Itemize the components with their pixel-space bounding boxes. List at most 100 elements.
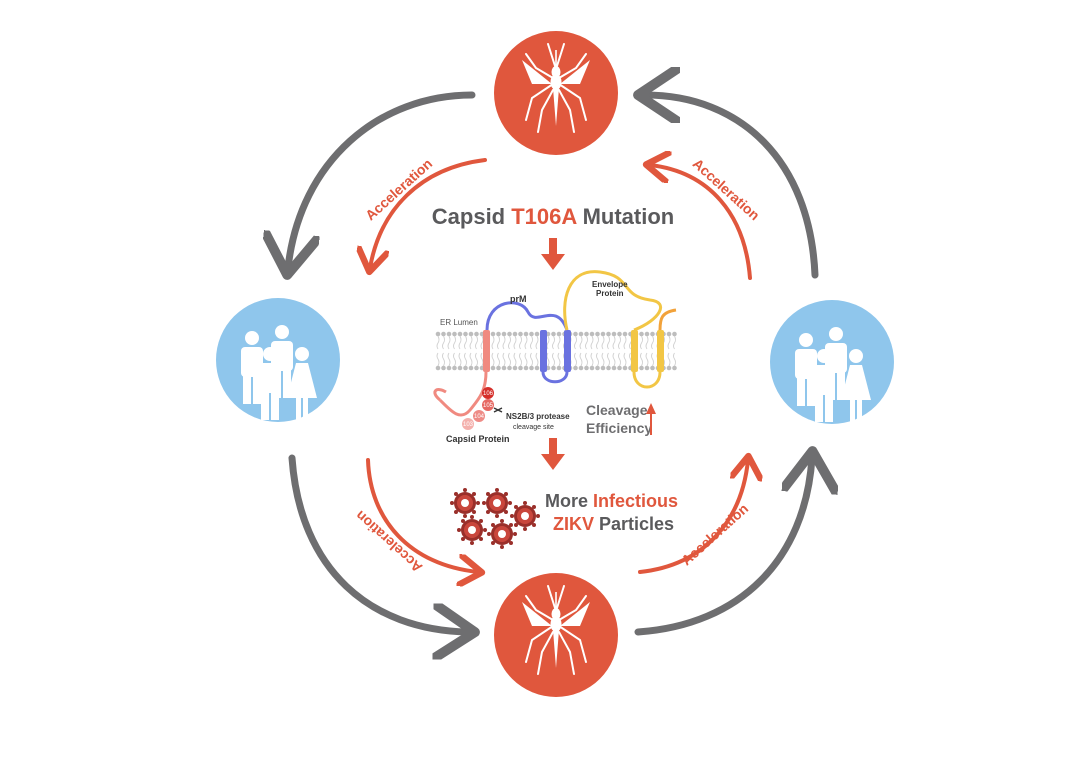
grey-arrow-bottom-left [288, 454, 468, 632]
lipid-tail [618, 335, 621, 350]
lipid-tail [645, 335, 649, 350]
lipid-tail [513, 335, 517, 350]
lipid-head [441, 365, 446, 371]
lipid-head [474, 331, 479, 337]
lipid-tail [464, 335, 467, 350]
virus-particle-icon [482, 488, 512, 518]
lipid-tail [475, 335, 478, 350]
envelope-label-line2: Protein [596, 289, 624, 298]
envelope-tail [658, 308, 677, 331]
membrane-diagram: 106 105 104 103 ER Lumen prM Envelope Pr… [433, 270, 677, 444]
lipid-tail [596, 352, 599, 367]
lipid-head [512, 365, 518, 371]
lipid-head [490, 331, 496, 337]
lipid-head [507, 365, 512, 371]
residue-104-label: 104 [474, 414, 485, 420]
lipid-tail [607, 352, 610, 367]
acceleration-label-top-left: Acceleration [362, 155, 435, 223]
envelope-tm-segment-1 [631, 330, 638, 372]
lipid-tail [458, 335, 462, 350]
lipid-tail [530, 352, 533, 367]
lipid-tail [596, 335, 599, 350]
lipid-head [578, 365, 584, 371]
lipid-head [606, 331, 611, 337]
lipid-tail [552, 335, 555, 350]
lipid-head [644, 365, 650, 371]
lipid-tail [667, 352, 671, 367]
lipid-head [600, 331, 606, 337]
lipid-head [617, 365, 622, 371]
lipid-head [639, 365, 644, 371]
lipid-head [595, 331, 600, 337]
lipid-head [551, 365, 556, 371]
down-arrow-top [541, 238, 565, 270]
virus-particle-icon [487, 519, 517, 549]
lipid-tail [673, 352, 676, 367]
lipid-head [595, 365, 600, 371]
lipid-head [452, 331, 457, 337]
lipid-tail [546, 352, 550, 367]
lipid-tail [579, 352, 583, 367]
lipid-tail [535, 335, 539, 350]
lipid-tail [513, 352, 517, 367]
lipid-bilayer [435, 331, 677, 371]
lipid-head [523, 331, 529, 337]
prm-loop [485, 301, 569, 331]
result-line2: ZIKV Particles [553, 514, 674, 534]
lipid-tail [574, 335, 577, 350]
lipid-tail [640, 335, 643, 350]
lipid-head [534, 331, 540, 337]
residue-105 [482, 399, 494, 411]
lipid-head [551, 331, 556, 337]
prm-inner-link [541, 371, 569, 384]
lipid-head [452, 365, 457, 371]
lipid-head [496, 331, 501, 337]
lipid-head [468, 365, 474, 371]
lipid-tail [530, 335, 533, 350]
capsid-tm-segment [483, 330, 490, 372]
lipid-tail [524, 352, 528, 367]
capsid-protein-label: Capsid Protein [446, 434, 510, 444]
lipid-tail [585, 352, 588, 367]
lipid-tail [623, 335, 627, 350]
lipid-tail [607, 335, 610, 350]
lipid-head [578, 331, 584, 337]
capsid-chain-tail [433, 388, 447, 402]
capsid-chain [438, 371, 488, 417]
lipid-head [501, 365, 507, 371]
result-line1: More Infectious [545, 491, 678, 511]
lipid-tail [502, 352, 506, 367]
lipid-head [457, 365, 463, 371]
lipid-tail [480, 352, 484, 367]
red-arrow-top-right [650, 165, 752, 280]
lipid-head [512, 331, 518, 337]
lipid-tail [673, 335, 676, 350]
lipid-head [666, 331, 672, 337]
lipid-head [518, 365, 523, 371]
lipid-tail [601, 335, 605, 350]
lipid-tail [447, 335, 451, 350]
down-arrow-middle [541, 438, 565, 470]
virus-particle-icon [457, 515, 487, 545]
lipid-head [468, 331, 474, 337]
residue-104 [473, 410, 485, 422]
lipid-tail [623, 352, 627, 367]
lipid-head [435, 365, 441, 371]
lipid-tail [667, 335, 671, 350]
lipid-tail [464, 352, 467, 367]
lipid-tail [442, 335, 445, 350]
lipid-head [644, 331, 650, 337]
residue-105-label: 105 [483, 403, 494, 409]
lipid-tail [640, 352, 643, 367]
er-lumen-label: ER Lumen [440, 318, 478, 327]
lipid-tail [491, 352, 495, 367]
lipid-head [529, 331, 534, 337]
lipid-tail [651, 352, 654, 367]
lipid-tail [453, 352, 456, 367]
lipid-tail [453, 335, 456, 350]
lipid-head [441, 331, 446, 337]
lipid-head [556, 331, 562, 337]
lipid-head [606, 365, 611, 371]
lipid-tail [546, 335, 550, 350]
lipid-head [534, 365, 540, 371]
